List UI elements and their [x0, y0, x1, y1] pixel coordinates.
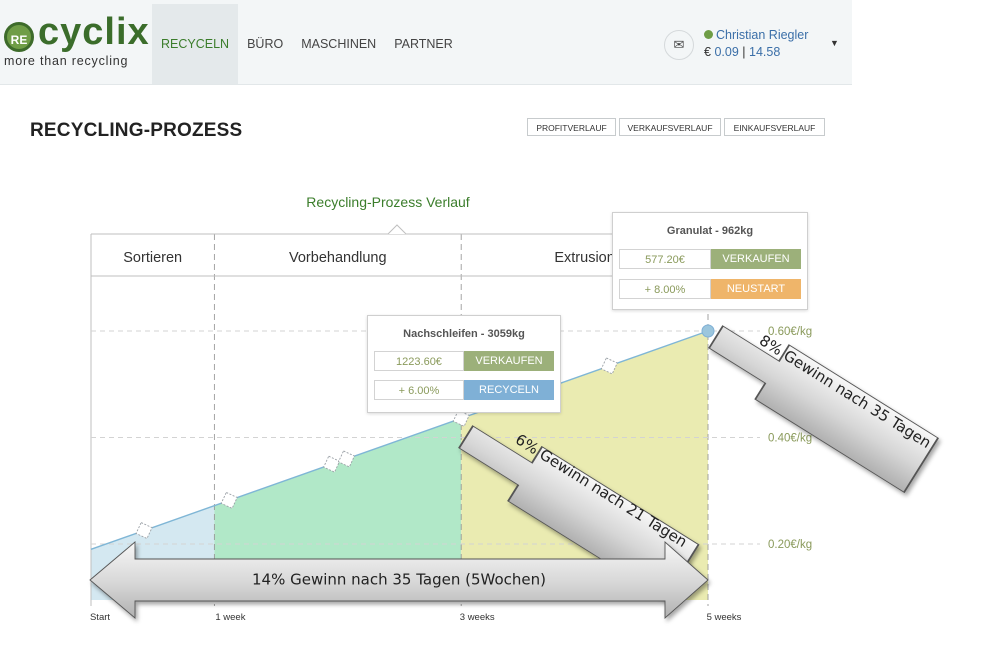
tooltip-title: Nachschleifen - 3059kg — [403, 328, 525, 340]
user-balance: € 0.09 | 14.58 — [704, 45, 781, 59]
neustart-button[interactable]: NEUSTART — [711, 279, 801, 299]
online-status-icon — [704, 30, 713, 39]
tooltip-granulat: Granulat - 962kg 577.20€ VERKAUFEN + 8.0… — [612, 212, 808, 310]
page-title: RECYCLING-PROZESS — [30, 120, 243, 141]
tooltip-nachschleifen: Nachschleifen - 3059kg 1223.60€ VERKAUFE… — [367, 315, 561, 413]
recyceln-button[interactable]: RECYCELN — [464, 380, 554, 400]
mail-icon[interactable]: ✉ — [664, 30, 694, 60]
annotation-arrow-top-right — [708, 325, 939, 494]
annotation-bottom-text: 14% Gewinn nach 35 Tagen (5Wochen) — [252, 571, 546, 589]
tooltip-value: 577.20€ — [619, 249, 711, 269]
y-tick-label: 0.60€/kg — [768, 326, 812, 338]
logo-badge: RE — [4, 22, 34, 52]
data-marker[interactable] — [600, 357, 618, 375]
tooltip-percent: + 6.00% — [374, 380, 464, 400]
y-tick-label: 0.40€/kg — [768, 433, 812, 445]
verkaufsverlauf-button[interactable]: VERKAUFSVERLAUF — [619, 118, 721, 136]
logo-tagline: more than recycling — [4, 54, 129, 68]
x-tick-label: Start — [90, 612, 110, 623]
end-marker[interactable] — [701, 324, 715, 338]
logo-word: cyclix — [38, 11, 150, 53]
phase-label: Vorbehandlung — [289, 250, 387, 266]
verkaufen-button[interactable]: VERKAUFEN — [711, 249, 801, 269]
y-tick-label: 0.20€/kg — [768, 539, 812, 551]
data-marker[interactable] — [452, 409, 470, 427]
data-marker[interactable] — [220, 491, 238, 509]
verkaufen-button[interactable]: VERKAUFEN — [464, 351, 554, 371]
top-navbar: RE cyclix more than recycling RECYCELN B… — [0, 0, 852, 85]
user-menu[interactable]: Christian Riegler € 0.09 | 14.58 — [704, 28, 808, 59]
profitverlauf-button[interactable]: PROFITVERLAUF — [527, 118, 616, 136]
x-tick-label: 1 week — [215, 612, 245, 623]
nav-item-maschinen[interactable]: MASCHINEN — [301, 37, 377, 51]
data-marker[interactable] — [323, 455, 341, 473]
phase-label: Sortieren — [123, 250, 182, 266]
annotation-arrow-bottom — [89, 541, 709, 619]
tooltip-value: 1223.60€ — [374, 351, 464, 371]
x-tick-label: 3 weeks — [460, 612, 495, 623]
chart-title: Recycling-Prozess Verlauf — [306, 194, 470, 210]
user-name: Christian Riegler — [716, 28, 809, 42]
phase-label: Extrusion — [554, 250, 614, 266]
chevron-down-icon[interactable]: ▼ — [830, 38, 839, 48]
data-marker[interactable] — [337, 450, 356, 468]
cyclix-logo[interactable]: RE cyclix more than recycling — [0, 10, 150, 72]
einkaufsverlauf-button[interactable]: EINKAUFSVERLAUF — [724, 118, 825, 136]
nav-item-recyceln[interactable]: RECYCELN — [152, 4, 239, 84]
main-nav: RECYCELN BÜRO MASCHINEN PARTNER — [152, 4, 462, 84]
tooltip-title: Granulat - 962kg — [666, 225, 754, 237]
tooltip-percent: + 8.00% — [619, 279, 711, 299]
nav-item-partner[interactable]: PARTNER — [394, 37, 453, 51]
phase-area-1 — [214, 418, 462, 600]
title-pointer — [387, 224, 407, 235]
data-marker[interactable] — [135, 521, 153, 540]
x-tick-label: 5 weeks — [707, 612, 742, 623]
nav-item-buero[interactable]: BÜRO — [247, 37, 284, 51]
